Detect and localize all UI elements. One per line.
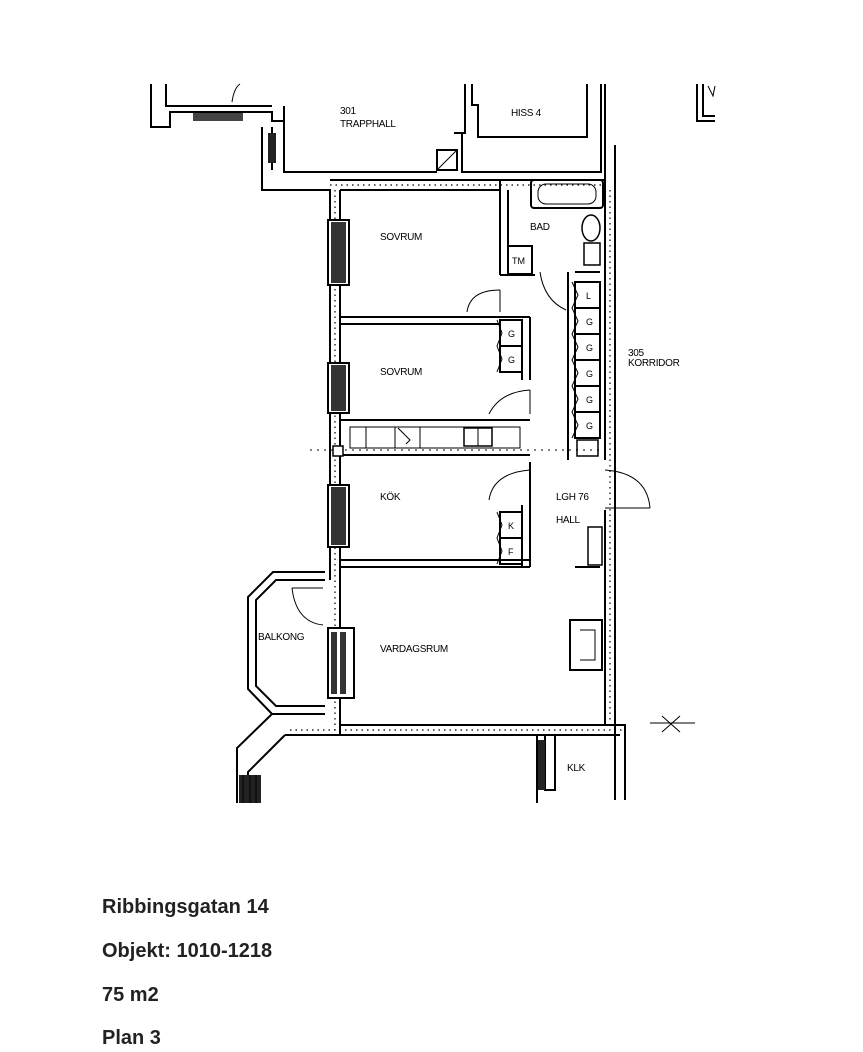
closet-sovrum2 [496, 319, 523, 373]
closet-letter-g: G [586, 343, 593, 353]
bad-label: BAD [530, 222, 550, 233]
klk-label: KLK [567, 763, 586, 774]
vardagsrum-label: VARDAGSRUM [380, 644, 448, 655]
floor-plan: 301 TRAPPHALL HISS 4 BAD TM SOVRUM SOVRU… [150, 83, 716, 803]
closet-letter-g: G [508, 355, 515, 365]
hall-label: HALL [556, 515, 581, 526]
closet-letter-l: L [586, 291, 591, 301]
kok-label: KÖK [380, 491, 401, 503]
stairhall-walls [150, 83, 716, 580]
apartment-walls [285, 145, 626, 800]
korridor-number-label: 305 [628, 348, 645, 359]
closet-letter-g: G [586, 369, 593, 379]
closet-letter-g: G [586, 317, 593, 327]
plan-text: Plan 3 [102, 1027, 161, 1049]
closet-letter-g: G [586, 395, 593, 405]
sovrum-2-label: SOVRUM [380, 367, 422, 378]
area-text: 75 m2 [102, 984, 159, 1006]
balkong-label: BALKONG [258, 632, 305, 643]
tm-label: TM [512, 256, 525, 266]
klk-room [536, 715, 695, 803]
sovrum-1-label: SOVRUM [380, 232, 422, 243]
trapphall-label: TRAPPHALL [340, 119, 396, 130]
closet-kok [496, 511, 523, 565]
lgh-label: LGH 76 [556, 492, 589, 503]
objekt-text: Objekt: 1010-1218 [102, 940, 273, 962]
closet-letter-k: K [508, 521, 514, 531]
closet-letter-g: G [586, 421, 593, 431]
closet-letter-f: F [508, 547, 514, 557]
korridor-label: KORRIDOR [628, 358, 680, 369]
address-text: Ribbingsgatan 14 [102, 896, 269, 918]
closet-letter-g: G [508, 329, 515, 339]
closet-column-corridor [571, 281, 601, 457]
hiss-label: HISS 4 [511, 108, 542, 119]
balcony [236, 571, 325, 803]
trapphall-number-label: 301 [340, 106, 357, 117]
